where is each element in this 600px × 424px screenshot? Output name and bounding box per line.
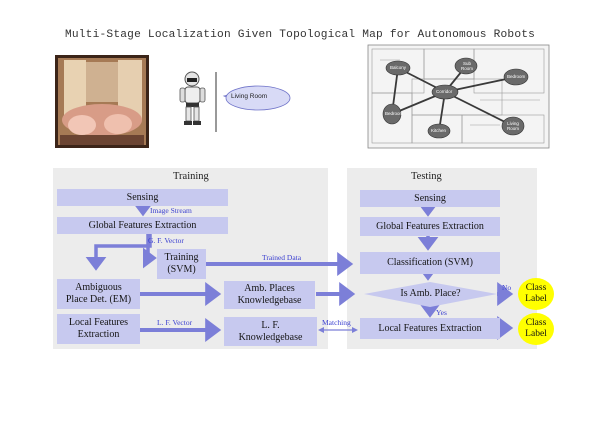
training-sensing-box: Sensing [57,189,228,206]
training-global-features-label: Global Features Extraction [88,219,197,231]
class-label-2-line2: Label [525,329,547,339]
ambiguous-place-line1: Ambiguous [75,282,122,293]
image-stream-label: Image Stream [150,206,192,215]
testing-global-features-label: Global Features Extraction [376,220,484,232]
amb-places-kb-line2: Knowledgebase [237,295,302,306]
map-room-balcony: Balcony [390,65,407,70]
classification-label: Classification (SVM) [387,257,473,268]
lf-kb-line1: L. F. [261,319,280,331]
matching-label: Matching [322,318,351,327]
living-room-photo [55,55,149,148]
lf-kb-line2: Knowledgebase [238,331,303,343]
map-room-kitchen: Kitchen [431,128,447,133]
gf-vector-label: G. F. Vector [148,236,184,245]
map-room-bedroom-b: Bedroom [385,111,404,116]
training-header: Training [173,171,209,182]
amb-places-kb-line1: Amb. Places [244,283,295,294]
trained-data-label: Trained Data [262,253,302,262]
testing-sensing-label: Sensing [414,192,446,204]
training-svm-line1: Training [164,252,199,263]
training-svm-box: Training (SVM) [157,249,206,279]
testing-local-features-box: Local Features Extraction [360,318,500,339]
class-label-2-line1: Class [525,318,547,328]
lf-kb-box: L. F. Knowledgebase [224,317,317,346]
robot-figure [179,71,217,132]
ambiguous-place-box: Ambiguous Place Det. (EM) [57,279,140,309]
testing-sensing-box: Sensing [360,190,500,207]
class-label-1-line2: Label [525,294,547,304]
lf-vector-label: L. F. Vector [157,318,193,327]
local-features-box: Local Features Extraction [57,314,140,344]
training-global-features-box: Global Features Extraction [57,217,228,234]
testing-local-features-label: Local Features Extraction [378,322,482,334]
map-room-sub-room: Sub Room [460,61,473,71]
training-svm-line2: (SVM) [167,264,196,275]
no-label: No [502,283,512,292]
class-label-1-line1: Class [525,283,547,293]
local-features-line2: Extraction [77,329,120,340]
ambiguous-place-line2: Place Det. (EM) [65,294,132,305]
diagram-title: Multi-Stage Localization Given Topologic… [64,29,536,41]
map-room-living-room: Living Room [506,121,519,131]
map-room-corridor: Corridor [436,89,453,94]
testing-header: Testing [411,171,442,182]
class-label-circle-2: Class Label [518,313,554,345]
speech-bubble-text: Living Room [231,93,268,100]
classification-box: Classification (SVM) [360,252,500,274]
yes-label: Yes [436,308,447,317]
class-label-circle-1: Class Label [518,278,554,310]
amb-places-kb-box: Amb. Places Knowledgebase [224,281,315,309]
local-features-line1: Local Features [68,317,129,328]
is-amb-place-label: Is Amb. Place? [400,288,461,299]
testing-global-features-box: Global Features Extraction [360,217,500,236]
map-room-bedroom-a: Bedroom [507,74,526,79]
training-sensing-label: Sensing [126,191,159,203]
